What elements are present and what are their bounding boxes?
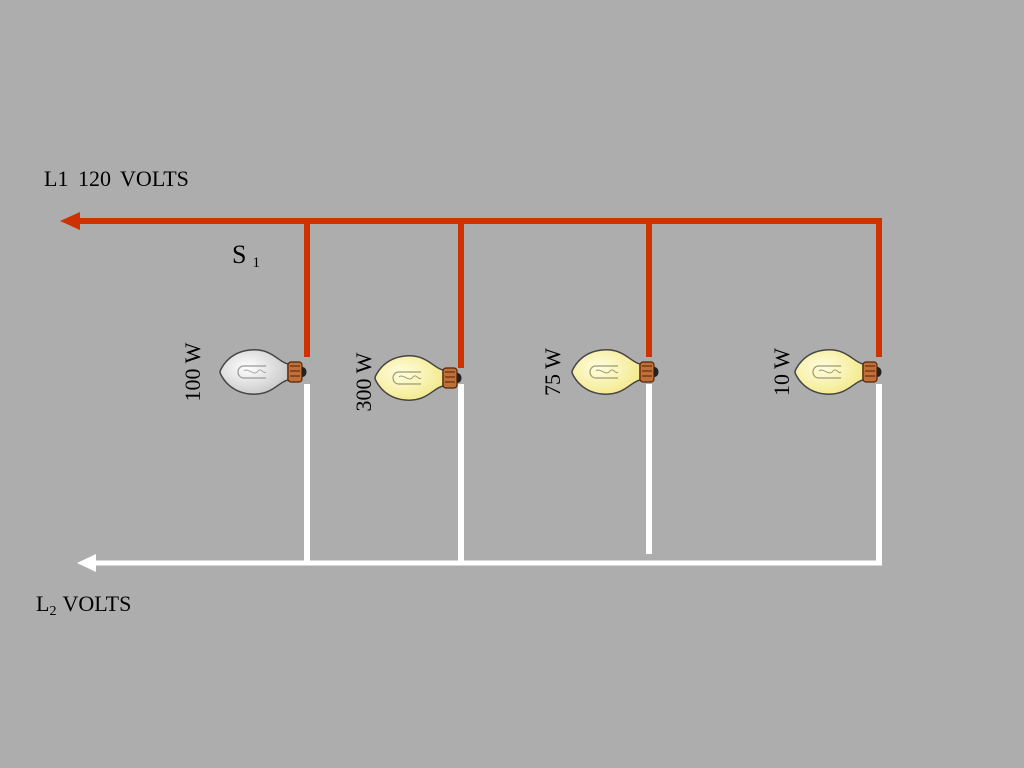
- bulb-4-icon: [794, 349, 882, 395]
- hot-line-l1: [60, 212, 882, 368]
- l2-volts: VOLTS: [62, 591, 132, 616]
- bulb-2-icon: [374, 355, 462, 401]
- switch-main: S: [232, 240, 247, 269]
- neutral-line-l2: [77, 384, 882, 572]
- l2-arrow-icon: [77, 554, 96, 572]
- l2-label: L2 VOLTS: [36, 591, 131, 620]
- l2-subscript: 2: [49, 604, 57, 619]
- l1-arrow-icon: [60, 212, 80, 230]
- switch-subscript: 1: [252, 255, 260, 271]
- bulb-3-icon: [571, 349, 659, 395]
- l1-label: L1 120 VOLTS: [44, 166, 189, 191]
- l2-main: L: [36, 591, 50, 616]
- bulb-1-icon: [219, 349, 307, 395]
